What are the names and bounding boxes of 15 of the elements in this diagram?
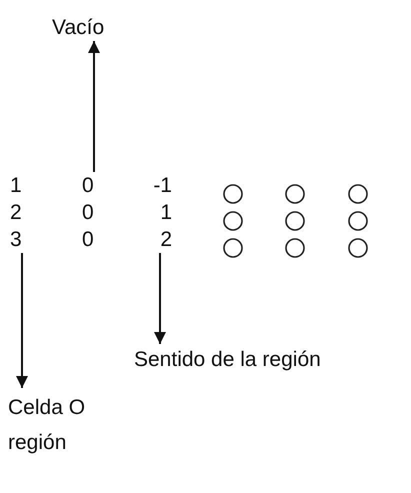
node-text: 0 (82, 200, 95, 226)
node-text: Sentido de la región (134, 347, 322, 373)
node-text: 0 (82, 173, 95, 199)
arrow (16, 253, 28, 388)
node-text: 1 (10, 173, 23, 199)
node-text: Celda O región (8, 395, 86, 456)
node-text: 2 (10, 200, 23, 226)
node-text: 2 (159, 227, 172, 253)
node-text: Vacío (52, 15, 106, 41)
arrow (154, 253, 166, 344)
node-text: 1 (159, 200, 172, 226)
arrow (88, 41, 100, 172)
node-text: 0 (82, 227, 95, 253)
node-text: 3 (10, 227, 23, 253)
node-text: -1 (152, 173, 172, 199)
